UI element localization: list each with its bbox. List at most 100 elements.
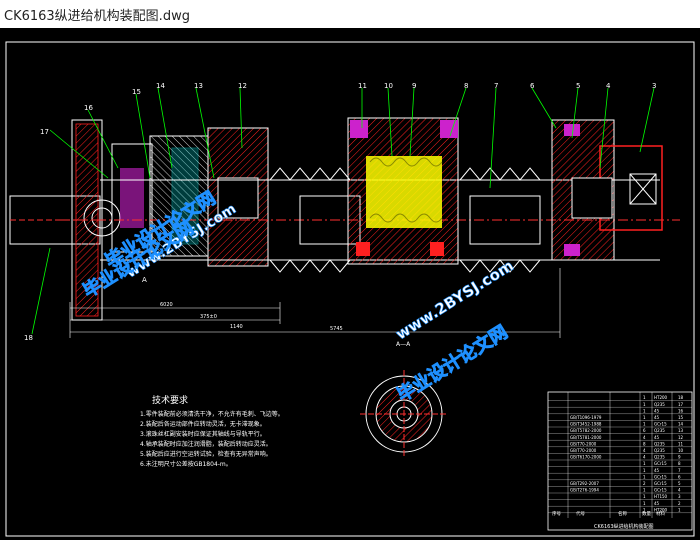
bom-row-material: Q235 — [654, 402, 665, 407]
bom-row-no: 4 — [678, 488, 681, 493]
note-item: 1.零件装配前必须清洗干净，不允许有毛刺、飞边等。 — [140, 411, 284, 418]
bom-row-no: 10 — [678, 448, 684, 453]
bom-row-qty: 4 — [643, 455, 646, 460]
drawing-frame — [5, 41, 695, 537]
bom-row-qty: 2 — [643, 481, 646, 486]
bom-row-no: 15 — [678, 415, 684, 420]
technical-notes: 技术要求 1.零件装配前必须清洗干净，不允许有毛刺、飞边等。 2.装配后各运动部… — [140, 396, 370, 470]
bom-row-no: 17 — [678, 402, 684, 407]
cad-canvas[interactable]: 17 16 15 14 13 12 11 10 9 8 7 6 5 4 3 18… — [0, 28, 700, 540]
bom-row-no: 5 — [678, 481, 681, 486]
callout-17: 17 — [40, 128, 49, 136]
bom-row-qty: 1 — [643, 402, 646, 407]
callout-13: 13 — [194, 82, 203, 90]
bom-row-no: 8 — [678, 461, 681, 466]
bom-row-material: Q235 — [654, 428, 665, 433]
bom-row-qty: 4 — [643, 435, 646, 440]
callout-14: 14 — [156, 82, 165, 90]
window-title: CK6163纵进给机构装配图.dwg — [4, 9, 190, 24]
bom-row-material: 45 — [654, 468, 660, 473]
bom-header-code: 代号 — [576, 510, 585, 517]
callout-16: 16 — [84, 104, 93, 112]
callout-8: 8 — [464, 82, 468, 90]
note-item: 5.装配后应进行空运转试验，检查有无异常声响。 — [140, 451, 272, 458]
bom-row-material: 45 — [654, 435, 660, 440]
callout-9: 9 — [412, 82, 416, 90]
bom-row-material: 45 — [654, 501, 660, 506]
bom-row-qty: 1 — [643, 422, 646, 427]
bom-row-code: GB/T1096-1979 — [570, 415, 602, 420]
right-bearing-housing — [551, 119, 663, 261]
callout-labels: 17 16 15 14 13 12 11 10 9 8 7 6 5 4 3 18… — [24, 82, 656, 342]
bom-row-no: 2 — [678, 501, 681, 506]
bom-row-material: GCr15 — [654, 481, 667, 486]
bom-row-qty: 1 — [643, 474, 646, 479]
bom-row-code: GB/T5782-2000 — [570, 428, 602, 433]
view-marker: A — [142, 276, 147, 284]
callout-7: 7 — [494, 82, 498, 90]
svg-text:375±0: 375±0 — [200, 314, 217, 320]
callout-6: 6 — [530, 82, 535, 90]
bom-row-code: GB/T70-2000 — [570, 441, 597, 446]
bom-row-qty: 1 — [643, 415, 646, 420]
left-bearing-housing — [111, 127, 269, 267]
svg-text:A—A: A—A — [396, 341, 411, 348]
bom-row-code: GB/T292-2007 — [570, 481, 599, 486]
bom-row-material: GCr15 — [654, 474, 667, 479]
bom-header-no: 序号 — [552, 510, 561, 517]
bom-row-no: 11 — [678, 441, 684, 446]
bom-row-qty: 1 — [643, 507, 646, 512]
svg-text:1140: 1140 — [230, 324, 243, 330]
callout-4: 4 — [606, 82, 611, 90]
bom-row-qty: 1 — [643, 395, 646, 400]
note-item: 6.未注明尺寸公差按GB1804-m。 — [140, 461, 232, 468]
bom-row-material: 45 — [654, 415, 660, 420]
bom-row-material: Q235 — [654, 448, 665, 453]
bom-row-qty: 1 — [643, 408, 646, 413]
bom-row-no: 6 — [678, 474, 681, 479]
callout-12: 12 — [238, 82, 247, 90]
svg-text:6020: 6020 — [160, 302, 173, 308]
dimension-lines — [69, 268, 561, 338]
bom-row-no: 7 — [678, 468, 681, 473]
bom-row-no: 18 — [678, 395, 684, 400]
bom-row-qty: 6 — [643, 428, 646, 433]
callout-15: 15 — [132, 88, 141, 96]
bom-header-qty: 数量 — [642, 510, 651, 517]
bom-row-qty: 1 — [643, 461, 646, 466]
bom-row-material: Q235 — [654, 455, 665, 460]
bom-row-qty: 1 — [643, 494, 646, 499]
bom-row-material: HT200 — [654, 395, 668, 400]
note-item: 4.轴承装配时应加注润滑脂，装配后转动应灵活。 — [140, 441, 272, 448]
bom-row-code: GB/T5781-2000 — [570, 435, 602, 440]
callout-11: 11 — [358, 82, 367, 90]
ball-nut-housing — [347, 117, 459, 265]
bom-row-material: HT200 — [654, 507, 668, 512]
callout-10: 10 — [384, 82, 393, 90]
bom-row-code: GB/T6170-2000 — [570, 455, 602, 460]
bom-row-qty: 1 — [643, 488, 646, 493]
bom-row-qty: 8 — [643, 441, 646, 446]
bom-header-name: 名称 — [618, 510, 627, 517]
svg-text:5745: 5745 — [330, 326, 343, 332]
bom-row-no: 16 — [678, 408, 684, 413]
bom-row-no: 9 — [678, 455, 681, 460]
bom-row-material: GCr15 — [654, 488, 667, 493]
leader-lines — [31, 87, 655, 335]
notes-heading: 技术要求 — [152, 396, 189, 406]
bom-row-no: 12 — [678, 435, 684, 440]
bom-row-material: HT150 — [654, 494, 668, 499]
bom-row-code: GB/T276-1994 — [570, 488, 599, 493]
assembly-drawing: 17 16 15 14 13 12 11 10 9 8 7 6 5 4 3 18… — [5, 41, 695, 537]
bom-row-qty: 1 — [643, 501, 646, 506]
bom-row-no: 14 — [678, 422, 684, 427]
bom-row-material: 45 — [654, 408, 660, 413]
bom-row-material: GCr15 — [654, 461, 667, 466]
bom-row-qty: 1 — [643, 468, 646, 473]
bom-row-code: GB/T3452-1988 — [570, 422, 602, 427]
window-titlebar: CK6163纵进给机构装配图.dwg — [0, 0, 700, 29]
bom-row-code: GB/T70-2000 — [570, 448, 597, 453]
bom-row-material: GCr15 — [654, 422, 667, 427]
bom-row-no: 1 — [678, 507, 681, 512]
